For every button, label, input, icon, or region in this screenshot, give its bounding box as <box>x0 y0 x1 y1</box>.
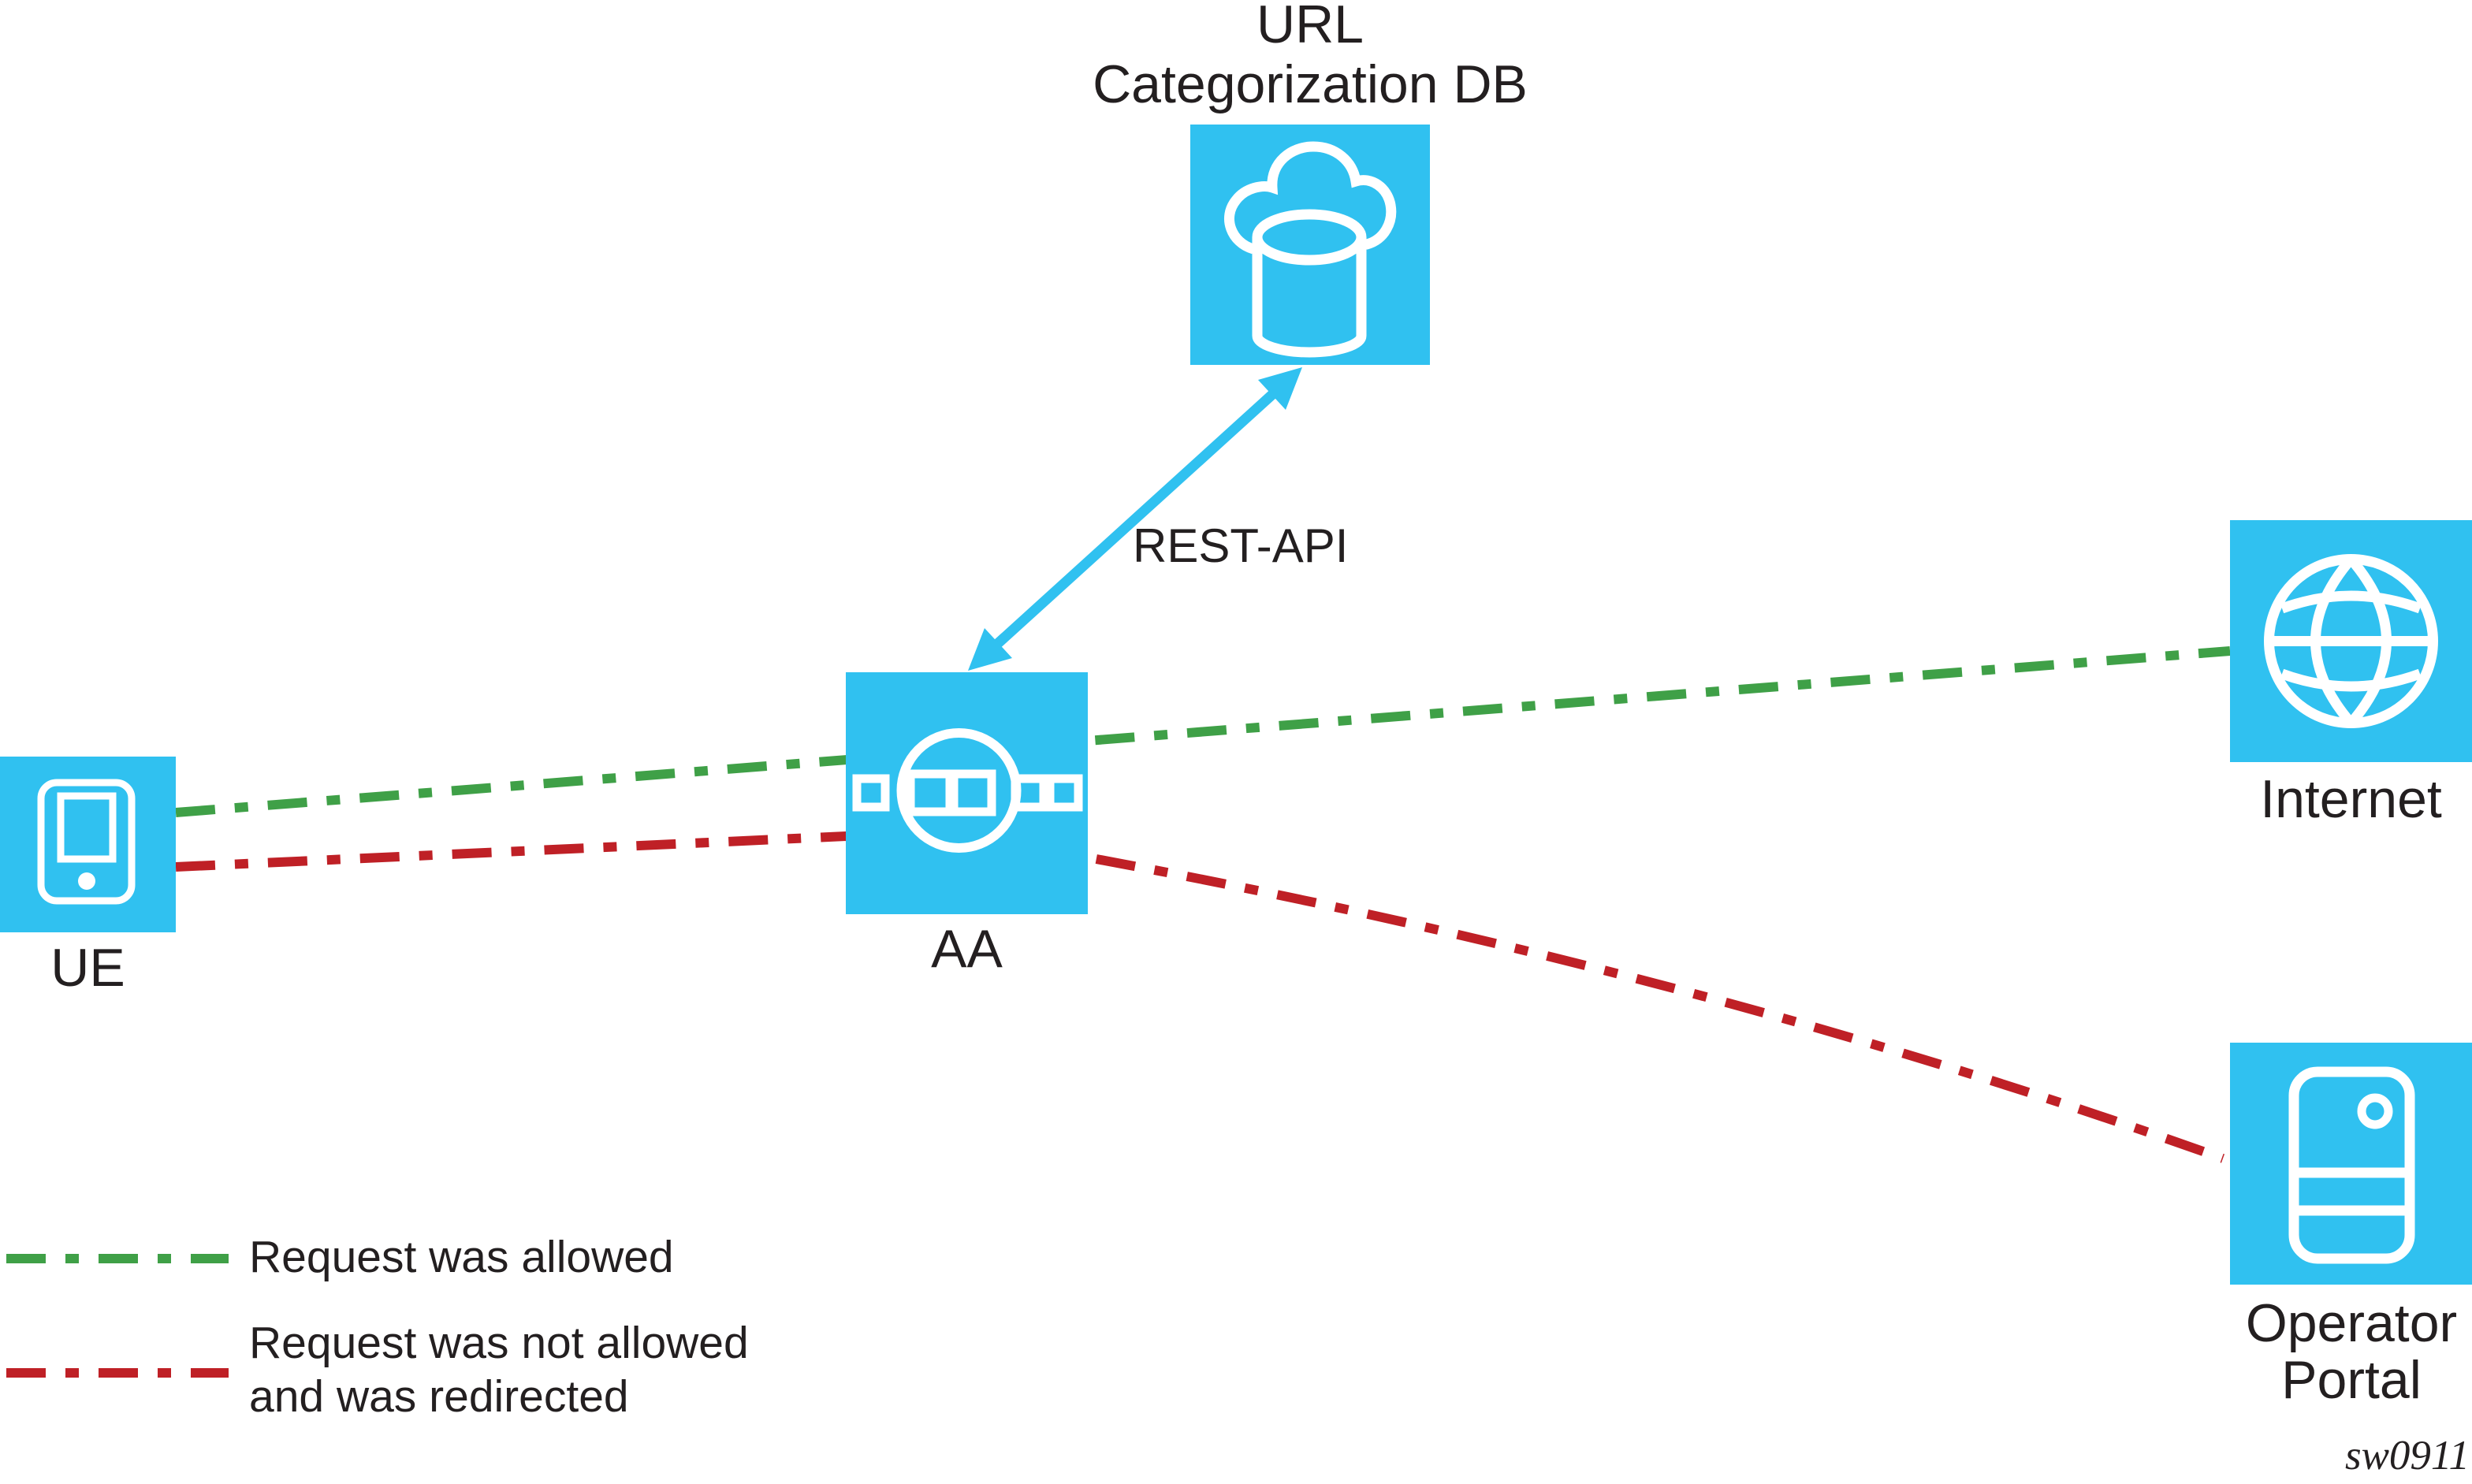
allowed-request-path <box>175 646 2231 817</box>
globe-icon <box>2264 554 2438 728</box>
mobile-device-icon <box>37 779 136 905</box>
node-aa <box>846 672 1088 914</box>
operator-portal-label-line1: Operator <box>2245 1293 2458 1353</box>
arrowhead-toward-aa <box>968 628 1012 671</box>
redirected-request-path <box>175 831 2225 1163</box>
node-label-ue: UE <box>50 938 125 998</box>
cloud-database-icon <box>1224 141 1397 358</box>
node-label-operator-portal: Operator Portal <box>2154 1295 2472 1408</box>
rest-api-label: REST-API <box>1133 519 1349 572</box>
rest-api-arrow-shaft <box>991 388 1279 650</box>
node-label-url-categorization-db: URL Categorization DB <box>955 0 1665 114</box>
node-ue <box>0 757 176 932</box>
operator-portal-label-line2: Portal <box>2281 1350 2422 1410</box>
packet-inspection-icon <box>852 728 1083 853</box>
node-label-aa: AA <box>931 919 1003 979</box>
node-operator-portal <box>2230 1043 2472 1285</box>
legend-label-allowed: Request was allowed <box>249 1232 674 1282</box>
node-internet <box>2230 520 2472 762</box>
arrowhead-toward-db <box>1258 367 1302 410</box>
node-url-categorization-db <box>1190 125 1430 365</box>
legend-label-redirected: Request was not allowed and was redirect… <box>249 1316 749 1423</box>
legend-redirected-line2: and was redirected <box>249 1371 629 1422</box>
url-db-title-line1: URL <box>1256 0 1364 54</box>
server-icon <box>2288 1066 2415 1264</box>
legend-redirected-line1: Request was not allowed <box>249 1318 749 1368</box>
url-db-title-line2: Categorization DB <box>1093 54 1528 114</box>
figure-id: sw0911 <box>2344 1433 2470 1478</box>
rest-api-arrow <box>968 367 1302 671</box>
node-label-internet: Internet <box>2260 769 2442 829</box>
